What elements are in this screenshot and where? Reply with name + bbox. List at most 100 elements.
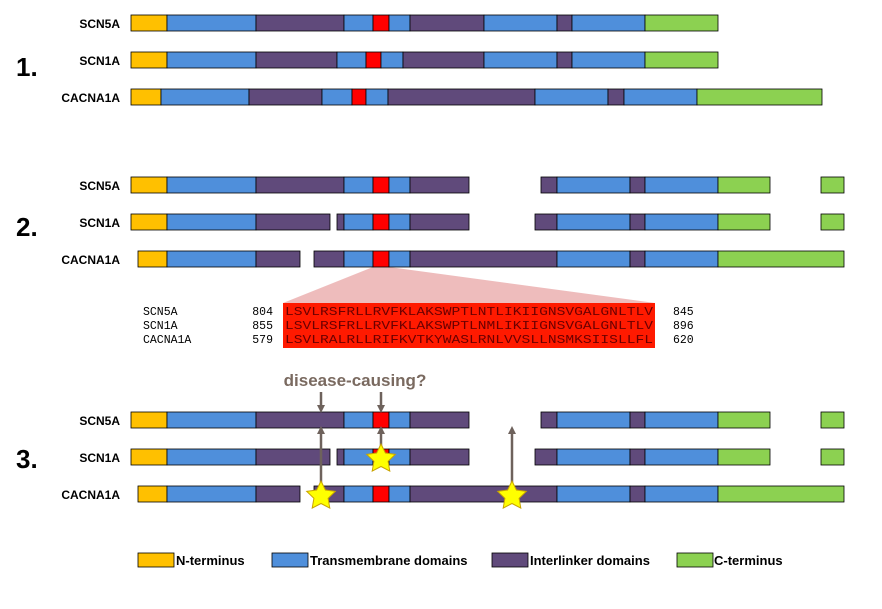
domain-segment-transmembrane	[343, 213, 374, 231]
domain-segment-interlinker	[255, 411, 345, 429]
domain-segment-n-terminus	[130, 14, 168, 32]
legend-label: Transmembrane domains	[310, 553, 468, 568]
domain-segment-transmembrane	[343, 411, 374, 429]
domain-segment-transmembrane	[388, 14, 411, 32]
domain-segment-c-terminus	[820, 448, 845, 466]
domain-segment-transmembrane	[336, 51, 367, 69]
domain-segment-c-terminus	[717, 411, 771, 429]
domain-segment-interlinker	[409, 213, 470, 231]
domain-segment-interlinker	[409, 448, 470, 466]
star-icon	[305, 479, 337, 510]
zoom-highlight	[283, 267, 655, 303]
domain-segment-interlinker	[534, 213, 558, 231]
domain-segment-transmembrane	[343, 448, 374, 466]
domain-segment-n-terminus	[130, 88, 162, 106]
domain-segment-transmembrane	[388, 176, 411, 194]
domain-segment-interlinker	[336, 448, 345, 466]
domain-segment-interlinker	[629, 448, 646, 466]
domain-segment-interlinker	[409, 485, 558, 503]
domain-segment-transmembrane	[166, 176, 257, 194]
domain-segment-transmembrane	[166, 411, 257, 429]
alignment-gene: SCN1A	[143, 320, 178, 333]
alignment-start: 579	[252, 334, 273, 347]
domain-segment-interlinker	[409, 411, 470, 429]
domain-segment-c-terminus	[644, 51, 719, 69]
domain-segment-transmembrane	[644, 250, 719, 268]
alignment-sequence: LSVLRALRLLRIFKVTKYWASLRNLVVSLLNSMKSIISLL…	[285, 334, 653, 347]
domain-segment-interlinker	[629, 213, 646, 231]
domain-segment-interlinker	[629, 176, 646, 194]
domain-segment-interlinker	[629, 485, 646, 503]
domain-segment-transmembrane	[556, 485, 631, 503]
domain-segment-interlinker	[248, 88, 323, 106]
alignment-end: 896	[673, 320, 694, 333]
alignment-gene: CACNA1A	[143, 334, 191, 347]
gene-label: SCN1A	[79, 54, 120, 68]
domain-segment-interlinker	[255, 485, 301, 503]
domain-segment-interlinker	[540, 411, 558, 429]
alignment-end: 620	[673, 334, 694, 347]
legend-label: N-terminus	[176, 553, 245, 568]
domain-segment-transmembrane	[166, 250, 257, 268]
panel-number-2: 2.	[16, 212, 38, 242]
domain-segment-pore-region	[372, 411, 390, 429]
domain-segment-n-terminus	[137, 250, 168, 268]
domain-segment-interlinker	[607, 88, 625, 106]
domain-segment-c-terminus	[717, 448, 771, 466]
domain-segment-interlinker	[255, 213, 331, 231]
domain-segment-interlinker	[556, 51, 573, 69]
domain-segment-interlinker	[402, 51, 485, 69]
gene-label: CACNA1A	[61, 253, 120, 267]
alignment-highlight	[283, 303, 655, 348]
legend-label: C-terminus	[714, 553, 783, 568]
domain-segment-n-terminus	[130, 448, 168, 466]
domain-segment-pore-region	[372, 14, 390, 32]
domain-segment-interlinker	[556, 14, 573, 32]
domain-segment-interlinker	[409, 250, 558, 268]
domain-segment-interlinker	[336, 213, 345, 231]
domain-segment-transmembrane	[571, 14, 646, 32]
alignment-start: 855	[252, 320, 273, 333]
domain-segment-transmembrane	[166, 51, 257, 69]
domain-segment-transmembrane	[388, 213, 411, 231]
domain-segment-interlinker	[255, 51, 338, 69]
legend-swatch-n-terminus	[137, 552, 175, 568]
domain-segment-transmembrane	[343, 485, 374, 503]
domain-segment-n-terminus	[137, 485, 168, 503]
domain-segment-c-terminus	[717, 176, 771, 194]
alignment-gene: SCN5A	[143, 306, 178, 319]
alignment-start: 804	[252, 306, 273, 319]
domain-segment-transmembrane	[556, 250, 631, 268]
domain-segment-interlinker	[534, 448, 558, 466]
gene-label: CACNA1A	[61, 488, 120, 502]
domain-segment-n-terminus	[130, 411, 168, 429]
domain-tracks	[130, 14, 845, 503]
domain-segment-interlinker	[387, 88, 536, 106]
domain-segment-pore-region	[372, 485, 390, 503]
legend-swatch-c-terminus	[676, 552, 714, 568]
domain-segment-transmembrane	[483, 51, 558, 69]
legend-swatch-transmembrane	[271, 552, 309, 568]
domain-segment-transmembrane	[160, 88, 250, 106]
domain-segment-transmembrane	[534, 88, 609, 106]
panel-number-3: 3.	[16, 444, 38, 474]
domain-segment-transmembrane	[343, 14, 374, 32]
domain-segment-interlinker	[409, 176, 470, 194]
domain-segment-interlinker	[629, 250, 646, 268]
domain-segment-n-terminus	[130, 213, 168, 231]
domain-segment-transmembrane	[166, 485, 257, 503]
domain-segment-transmembrane	[321, 88, 353, 106]
gene-label: SCN5A	[79, 414, 120, 428]
domain-segment-transmembrane	[388, 411, 411, 429]
domain-segment-transmembrane	[556, 176, 631, 194]
domain-segment-transmembrane	[380, 51, 404, 69]
domain-segment-c-terminus	[717, 485, 845, 503]
domain-segment-transmembrane	[644, 411, 719, 429]
domain-segment-transmembrane	[644, 448, 719, 466]
domain-segment-c-terminus	[644, 14, 719, 32]
panel-number-1: 1.	[16, 52, 38, 82]
domain-segment-transmembrane	[483, 14, 558, 32]
domain-segment-interlinker	[540, 176, 558, 194]
gene-label: CACNA1A	[61, 91, 120, 105]
domain-segment-pore-region	[351, 88, 367, 106]
